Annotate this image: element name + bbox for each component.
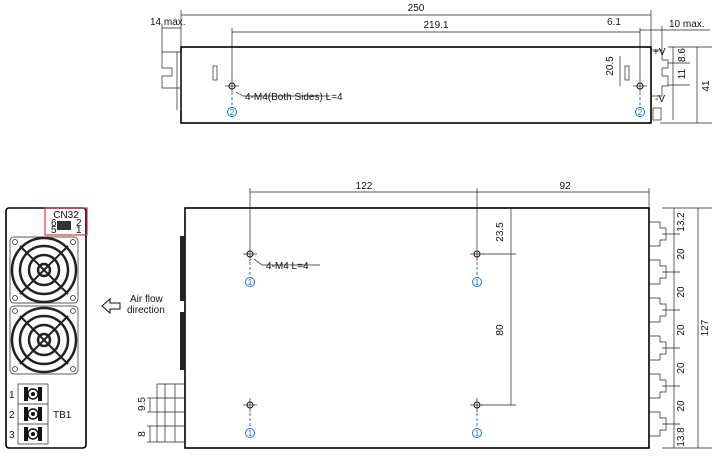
dim-80: 80 [495,324,506,336]
tb1-label: TB1 [53,410,72,421]
fan-top [9,236,79,304]
dim-127: 127 [700,319,711,336]
side-hole-left [225,79,239,93]
top-marker-4-label: 1 [475,429,480,438]
top-right-terminals [649,221,667,437]
top-left-connector [156,383,185,443]
side-view: 2 2 4-M4(Both Sides) L=4 250 219.1 14 ma… [150,3,712,124]
dim-pitch-20: 20 [676,248,687,260]
cn32-pin-6: 6 [51,218,57,229]
cn32-highlight [44,207,88,236]
dim-pitch-20: 20 [676,286,687,298]
top-chassis [184,207,650,449]
dim-13-8: 13.8 [676,427,687,447]
dim-219-1: 219.1 [423,20,448,31]
dim-14-max: 14 max. [150,17,186,28]
dim-23-5: 23.5 [495,222,506,242]
dim-pitch-20: 20 [676,362,687,374]
dim-122: 122 [356,181,373,192]
side-marker-right [635,107,645,117]
cn32-pin-5: 5 [51,225,57,236]
dim-13-2: 13.2 [676,212,687,232]
dim-41: 41 [701,80,712,92]
side-hole-note: 4-M4(Both Sides) L=4 [245,92,343,103]
tb1-terminal-block [17,383,49,445]
top-hole-2 [470,247,484,261]
top-marker-1-label: 1 [248,278,253,287]
top-marker-4 [472,428,482,438]
cn32-pin-1: 1 [76,225,82,236]
top-left-bracket [180,312,185,370]
cn32-connector [57,221,71,230]
dim-11: 11 [677,68,688,79]
tb-number-2: 2 [9,410,15,421]
cn32-pin-2: 2 [76,218,82,229]
dim-8: 8 [137,431,148,437]
dim-250: 250 [408,3,425,14]
top-marker-3-label: 1 [248,429,253,438]
top-hole-1 [243,247,257,261]
top-hole-note: 4-M4 L=4 [266,261,309,272]
dim-10-max: 10 max. [669,19,705,30]
dim-8-6: 8.6 [677,48,688,62]
airflow-arrow-icon [101,297,121,315]
dim-pitch-20: 20 [676,324,687,336]
dim-20-5: 20.5 [605,56,616,76]
terminal-minus-label: -V [655,94,665,105]
top-marker-1 [245,277,255,287]
side-marker-right-label: 2 [638,108,643,117]
top-left-bracket [180,236,185,301]
side-left-connector [161,51,181,89]
dim-92: 92 [559,181,571,192]
dim-6-1: 6.1 [607,17,621,28]
side-hole-right [633,79,647,93]
terminal-plus-label: +V [653,47,666,58]
side-right-terminal [651,49,669,97]
side-marker-left-label: 2 [230,108,235,117]
front-view: CN32 6 5 2 1 [5,207,88,449]
airflow-label-line2: direction [127,305,165,316]
side-slot [212,65,218,81]
fan-bottom [9,305,79,375]
top-marker-2-label: 1 [475,278,480,287]
dim-9-5: 9.5 [137,397,148,411]
tb-number-3: 3 [9,430,15,441]
top-marker-3 [245,428,255,438]
side-chassis [180,46,652,124]
top-hole-4 [470,398,484,412]
top-marker-2 [472,277,482,287]
top-hole-3 [243,398,257,412]
dim-pitch-20: 20 [676,400,687,412]
airflow-label-line1: Air flow [130,294,164,305]
cn32-label: CN32 [53,210,79,221]
tb-number-1: 1 [9,390,15,401]
side-slot [624,65,630,81]
top-view: 1 1 1 1 4-M4 L=4 122 92 23.5 80 9.5 [137,181,712,449]
side-marker-left [227,107,237,117]
